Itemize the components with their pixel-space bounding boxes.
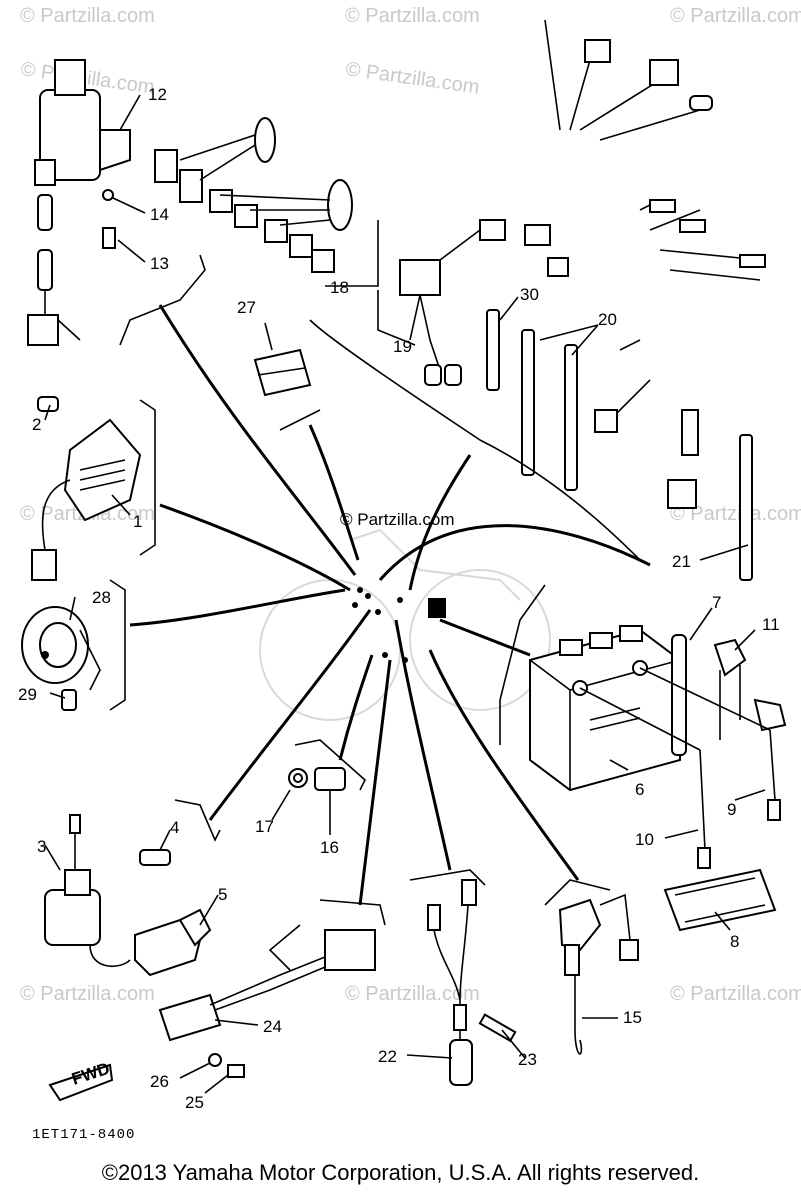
callout-15: 15 xyxy=(623,1008,642,1027)
group-brackets xyxy=(109,254,641,926)
terminal-cover xyxy=(753,698,787,732)
callout-28: 28 xyxy=(92,588,111,607)
harness-connector xyxy=(179,169,203,203)
callout-leaders xyxy=(44,94,766,1094)
harness-connector xyxy=(234,204,258,228)
harness-connector xyxy=(547,257,569,277)
callout-16: 16 xyxy=(320,838,339,857)
main-switch xyxy=(27,59,131,346)
cable-tie xyxy=(739,434,753,581)
leader-lines xyxy=(129,304,651,906)
center-watermark: © Partzilla.com xyxy=(340,510,455,529)
callout-29: 29 xyxy=(18,685,37,704)
callout-10: 10 xyxy=(635,830,654,849)
harness-connector xyxy=(739,254,766,268)
screw xyxy=(102,227,116,249)
callout-17: 17 xyxy=(255,817,274,836)
sensor-15 xyxy=(558,893,639,1055)
harness-connector xyxy=(649,199,676,213)
watermark-text: © Partzilla.com xyxy=(20,5,155,27)
callout-4: 4 xyxy=(170,818,179,837)
watermark-text: © Partzilla.com xyxy=(20,983,155,1005)
terminal xyxy=(697,847,711,869)
watermark-text: © Partzilla.com xyxy=(345,5,480,27)
harness-connector xyxy=(209,189,233,213)
cdi-unit xyxy=(158,924,376,1042)
harness-connector xyxy=(524,224,551,246)
screw xyxy=(478,1013,517,1043)
callout-25: 25 xyxy=(185,1093,204,1112)
callout-1: 1 xyxy=(133,512,142,531)
harness-connector xyxy=(311,249,335,273)
harness-connector xyxy=(681,409,699,456)
harness-connector xyxy=(689,95,713,111)
watermark-text: © Partzilla.com xyxy=(345,983,480,1005)
harness-connector xyxy=(667,479,697,509)
callout-3: 3 xyxy=(37,837,46,856)
harness-connector xyxy=(264,219,288,243)
callout-24: 24 xyxy=(263,1017,282,1036)
harness-connector xyxy=(289,234,313,258)
harness-connector xyxy=(154,149,178,183)
callout-19: 19 xyxy=(393,337,412,356)
breather-pipe xyxy=(671,634,687,756)
callout-7: 7 xyxy=(712,593,721,612)
battery xyxy=(529,625,681,792)
bolt xyxy=(227,1064,245,1078)
cdi-connector xyxy=(324,929,376,971)
cable-ties xyxy=(486,309,753,581)
callout-22: 22 xyxy=(378,1047,397,1066)
motorcycle-silhouette: © Partzilla.com xyxy=(259,510,551,721)
callout-14: 14 xyxy=(150,205,169,224)
watermark-text: © Partzilla.com xyxy=(670,983,801,1005)
harness-connector xyxy=(479,219,506,241)
callout-9: 9 xyxy=(727,800,736,819)
harness-connector xyxy=(584,39,611,63)
diagram-code: 1ET171-8400 xyxy=(32,1127,136,1143)
washer xyxy=(208,1053,222,1067)
washer xyxy=(102,189,114,201)
callout-26: 26 xyxy=(150,1072,169,1091)
callout-30: 30 xyxy=(520,285,539,304)
screw xyxy=(139,849,171,866)
callout-12: 12 xyxy=(148,85,167,104)
harness-connector xyxy=(594,409,618,433)
callout-20: 20 xyxy=(598,310,617,329)
harness-connector xyxy=(679,219,706,233)
copyright-notice: ©2013 Yamaha Motor Corporation, U.S.A. A… xyxy=(101,1160,700,1185)
watermark-text: © Partzilla.com xyxy=(670,5,801,27)
cable-tie xyxy=(564,344,578,491)
callout-13: 13 xyxy=(150,254,169,273)
callout-5: 5 xyxy=(218,885,227,904)
fwd-arrow: FWD xyxy=(48,1059,114,1102)
callout-21: 21 xyxy=(672,552,691,571)
bolt xyxy=(61,689,77,711)
callout-6: 6 xyxy=(635,780,644,799)
neutral-switch xyxy=(314,767,346,791)
relay-box xyxy=(399,259,441,296)
main-wire-harness xyxy=(154,19,766,509)
callout-18: 18 xyxy=(330,278,349,297)
callout-labels: 12 14 13 27 18 19 30 20 21 2 1 28 29 7 1… xyxy=(18,85,780,1112)
battery-band xyxy=(663,868,777,932)
fuse-holder xyxy=(713,638,747,677)
flasher-relay xyxy=(253,348,312,397)
watermark-text: © Partzilla.com xyxy=(344,58,481,99)
callout-23: 23 xyxy=(518,1050,537,1069)
cable-tie xyxy=(486,309,500,391)
horn xyxy=(21,606,101,691)
rectifier-regulator xyxy=(31,418,142,581)
cable-tie xyxy=(521,329,535,476)
callout-8: 8 xyxy=(730,932,739,951)
ignition-coil xyxy=(44,814,131,967)
sensor-assembly xyxy=(427,879,477,1086)
harness-connector xyxy=(649,59,679,86)
terminal xyxy=(767,799,781,821)
watermark-text: © Partzilla.com xyxy=(670,503,801,525)
callout-27: 27 xyxy=(237,298,256,317)
spark-plug-cap xyxy=(134,908,212,977)
callout-11: 11 xyxy=(762,615,780,634)
callout-2: 2 xyxy=(32,415,41,434)
